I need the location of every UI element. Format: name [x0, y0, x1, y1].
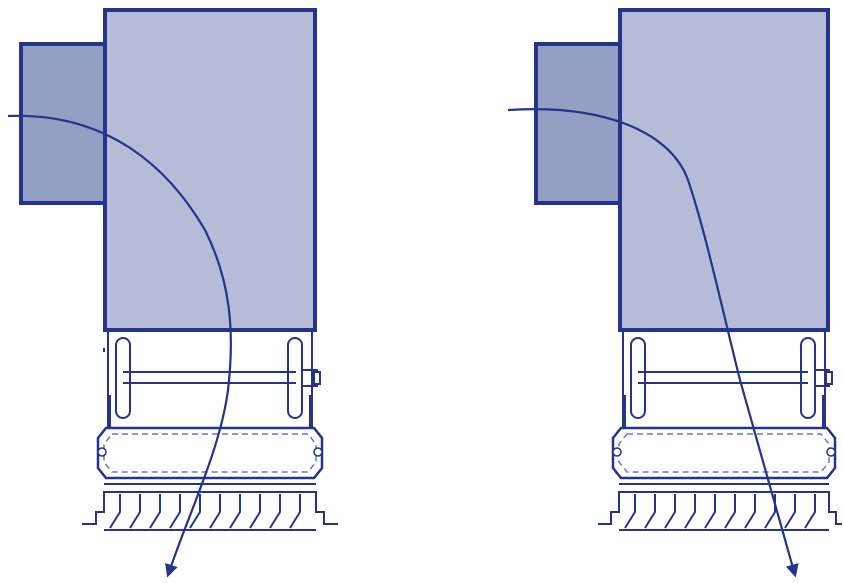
mechanism-right	[622, 330, 833, 432]
airflow-arrow-left	[7, 114, 232, 578]
inlet-duct-left	[19, 42, 107, 205]
unit-left	[7, 8, 338, 578]
grille-left	[82, 491, 338, 531]
mechanism-left	[103, 330, 321, 432]
tray-left	[96, 426, 324, 485]
screw-left-b	[313, 447, 323, 457]
inlet-duct-right	[534, 42, 622, 205]
screw-left-a	[97, 447, 107, 457]
screw-right-b	[826, 447, 836, 457]
grille-right	[598, 491, 842, 531]
tray-right	[611, 426, 837, 485]
airflow-arrow-right	[507, 108, 799, 578]
housing-left	[103, 8, 317, 332]
screw-right-a	[612, 447, 622, 457]
housing-right	[618, 8, 830, 332]
unit-right	[507, 8, 842, 578]
